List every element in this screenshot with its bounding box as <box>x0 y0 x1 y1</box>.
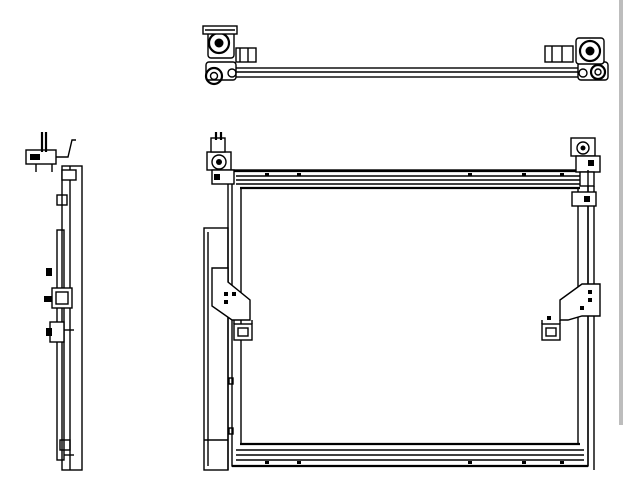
front-view-core <box>240 187 579 445</box>
front-view <box>203 132 601 471</box>
side-view <box>25 132 83 471</box>
top-view-right-mount <box>589 63 607 81</box>
top-view-right-port <box>578 39 602 63</box>
side-view-bracket-upper <box>46 268 52 276</box>
side-view-body <box>61 165 83 471</box>
top-view-left-mount <box>204 66 224 86</box>
front-view-right-bracket <box>559 283 601 321</box>
top-view <box>202 25 609 86</box>
edge-shadow <box>619 0 623 425</box>
front-view-right-bracket-foot <box>541 323 561 341</box>
side-view-receiver <box>56 229 65 461</box>
front-view-frame <box>231 169 589 467</box>
front-view-left-bracket-foot <box>233 323 253 341</box>
side-view-bracket-lower <box>49 321 65 343</box>
front-view-left-bracket <box>211 267 251 321</box>
